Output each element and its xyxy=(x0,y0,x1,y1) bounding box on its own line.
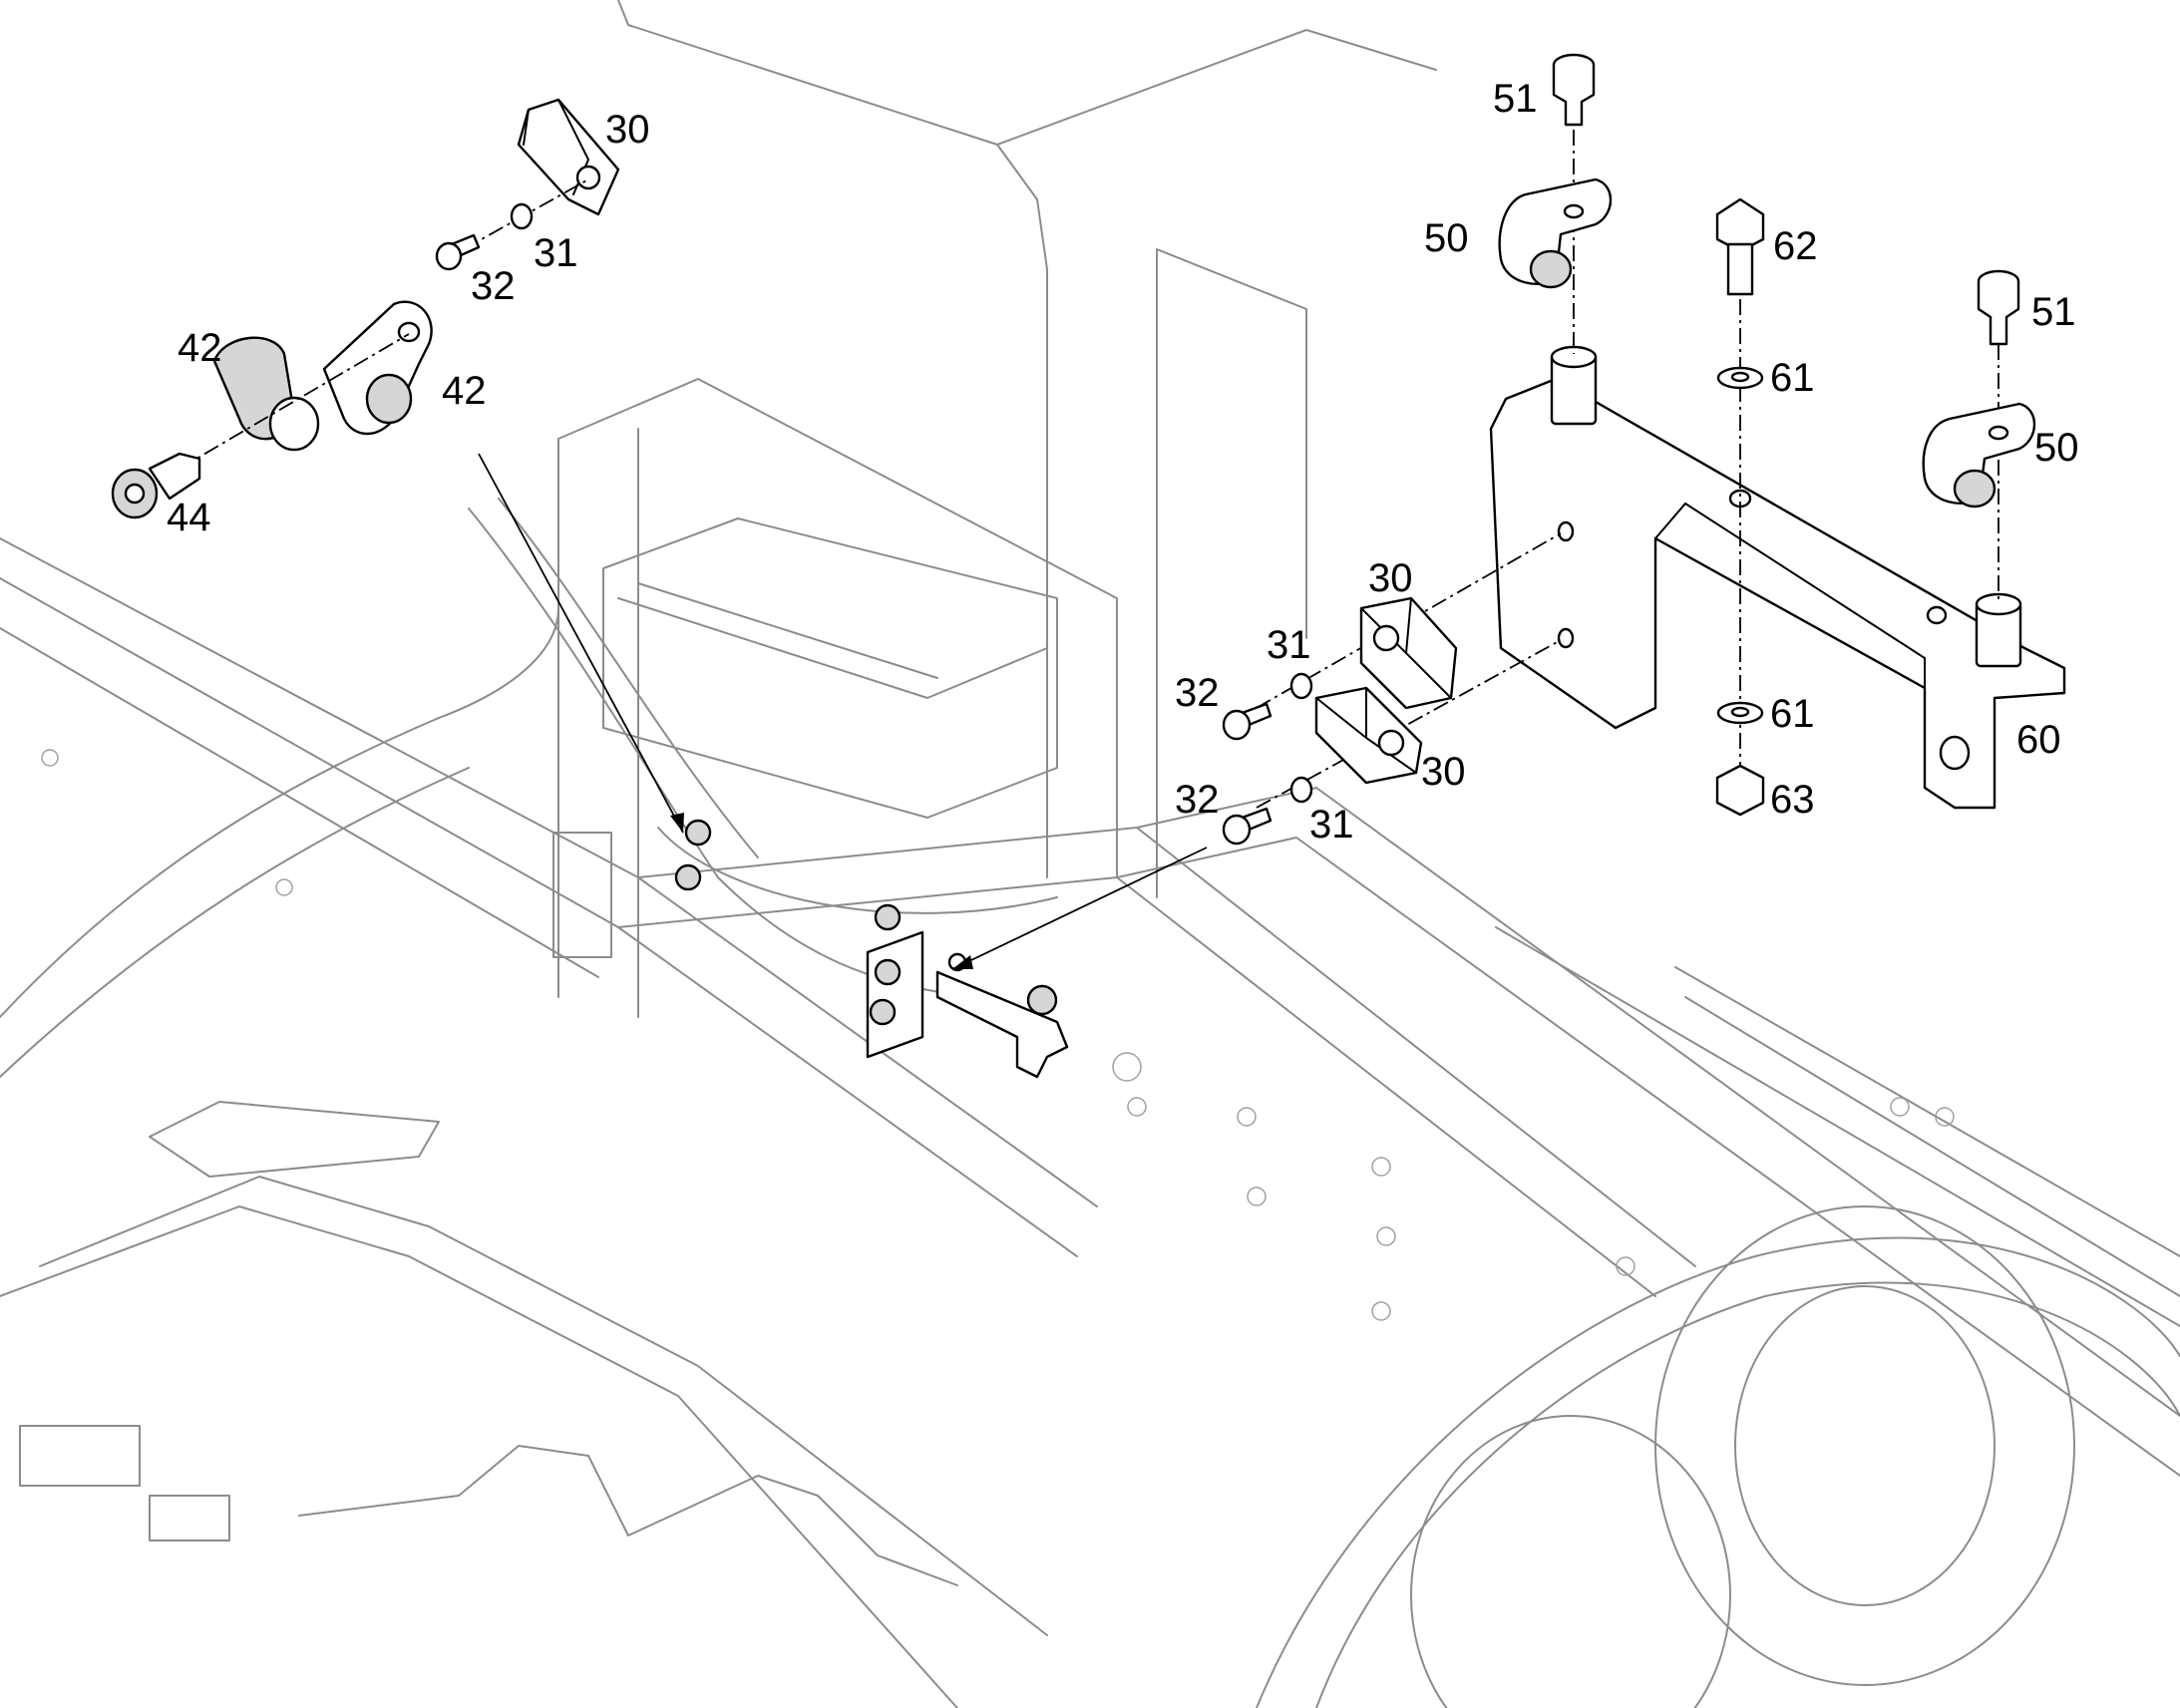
pad-block-1 xyxy=(19,1425,141,1487)
screw-51-right xyxy=(1977,279,2020,346)
lower-frame-bumps xyxy=(298,1445,958,1586)
leader-arrowhead-left xyxy=(670,813,684,833)
callout-51-top: 51 xyxy=(1493,77,1538,121)
callout-32-top: 32 xyxy=(471,264,516,308)
cross-member xyxy=(557,248,1307,1018)
washer-31-top xyxy=(510,202,534,230)
callout-31-low: 31 xyxy=(1309,803,1354,847)
frame-rail-main xyxy=(617,787,2180,1477)
callout-51-right: 51 xyxy=(2031,290,2076,334)
frame-bolts xyxy=(41,749,1955,1321)
callout-44: 44 xyxy=(167,496,211,539)
installed-arm xyxy=(935,970,1069,1079)
bracket-60-hole-3 xyxy=(1926,605,1948,625)
callout-62: 62 xyxy=(1773,224,1818,268)
bracket-60-foot-hole xyxy=(1939,735,1971,771)
callout-50-right: 50 xyxy=(2034,426,2079,470)
callout-63: 63 xyxy=(1770,778,1815,822)
clamp-42-right-hole xyxy=(397,321,421,343)
callout-42-left: 42 xyxy=(178,326,222,370)
wheel-outer xyxy=(1654,1205,2075,1686)
clamp-50-right-bore xyxy=(1953,469,1997,509)
overhead-cable xyxy=(617,0,1437,878)
leader-arrow-left xyxy=(478,453,684,834)
clip-30-top xyxy=(517,98,620,216)
clamp-50-right-hole xyxy=(1988,425,2009,441)
clip-30-mid-hole xyxy=(1372,624,1400,652)
clamp-50-top-bore xyxy=(1529,249,1573,289)
callout-60: 60 xyxy=(2016,718,2061,762)
clamp-50-top xyxy=(1498,177,1613,286)
frame-rail-left xyxy=(0,537,1098,1257)
pad-block-2 xyxy=(149,1495,230,1541)
wire-harness xyxy=(468,498,1058,998)
callout-61-top: 61 xyxy=(1770,356,1815,400)
bracket-60-boss-top-cap xyxy=(1550,345,1598,369)
lower-arm-front xyxy=(0,1176,1048,1708)
bracket-60 xyxy=(1489,377,2066,810)
installed-clamp-e xyxy=(674,863,702,891)
callout-30-mid: 30 xyxy=(1368,556,1413,600)
screw-32-low-head xyxy=(1222,814,1252,846)
callout-31-mid: 31 xyxy=(1267,623,1311,667)
leader-arrowhead-right xyxy=(952,955,973,969)
wheel-second xyxy=(1410,1415,1731,1708)
washer-61-top-hole xyxy=(1730,371,1750,383)
callout-labels: 30 31 32 42 42 44 51 50 62 61 51 50 30 3… xyxy=(167,77,2079,847)
screw-51-top xyxy=(1552,63,1596,127)
track-belt xyxy=(1256,1236,2180,1708)
nut-63 xyxy=(1715,764,1765,817)
bracket-60-fold xyxy=(1490,398,1926,689)
axis-clamp-42 xyxy=(179,333,410,470)
installed-bracket xyxy=(866,930,924,1059)
installed-clamp-assembly xyxy=(674,819,1069,1079)
clamp-42-right-bore xyxy=(365,373,413,425)
clip-30-top-hole xyxy=(575,165,601,190)
bolt-44 xyxy=(148,452,201,501)
bracket-60-hole-2 xyxy=(1557,627,1575,649)
cargo-plate xyxy=(149,1101,440,1178)
washer-31-low xyxy=(1289,776,1313,804)
bracket-60-boss-right-cap xyxy=(1975,592,2022,616)
screw-32-mid-head xyxy=(1222,709,1252,741)
callout-61-low: 61 xyxy=(1770,692,1815,736)
callout-50-top: 50 xyxy=(1424,216,1469,260)
wheel-inner xyxy=(1734,1285,1996,1606)
lower-arm-left xyxy=(0,607,559,1078)
upper-left-parts xyxy=(111,98,620,519)
installed-clamp-a xyxy=(874,958,902,986)
installed-clamp-c xyxy=(874,903,902,931)
bolt-62-head xyxy=(1715,197,1765,253)
screw-32-top-head xyxy=(435,241,463,271)
clamp-50-top-hole xyxy=(1563,203,1585,219)
bushing-42-left-bore xyxy=(268,396,320,452)
installed-clamp-b xyxy=(869,998,897,1026)
frame-rail-right xyxy=(1495,926,2180,1327)
bolt-62-shank xyxy=(1726,242,1754,296)
mid-clip-group xyxy=(1222,532,1562,846)
clip-30-low-hole xyxy=(1377,729,1405,757)
junction-block xyxy=(552,832,612,958)
clip-30-low-edge xyxy=(1315,687,1417,774)
installed-clamp-right xyxy=(1026,984,1058,1016)
bracket-assembly xyxy=(1489,53,2066,817)
washer-31-mid xyxy=(1289,672,1313,700)
installed-clamp-d xyxy=(684,819,712,847)
callout-32-mid: 32 xyxy=(1175,671,1220,715)
callout-30-top: 30 xyxy=(605,108,650,152)
leader-arrow-right xyxy=(951,847,1208,970)
bolt-44-socket xyxy=(124,483,146,505)
callout-30-low: 30 xyxy=(1421,750,1466,794)
washer-61-low-hole xyxy=(1730,706,1750,718)
callout-31-top: 31 xyxy=(534,231,578,275)
callout-32-low: 32 xyxy=(1175,778,1220,822)
control-box xyxy=(602,517,1058,819)
bracket-60-hole-1 xyxy=(1557,520,1575,542)
callout-42-right: 42 xyxy=(442,369,487,413)
